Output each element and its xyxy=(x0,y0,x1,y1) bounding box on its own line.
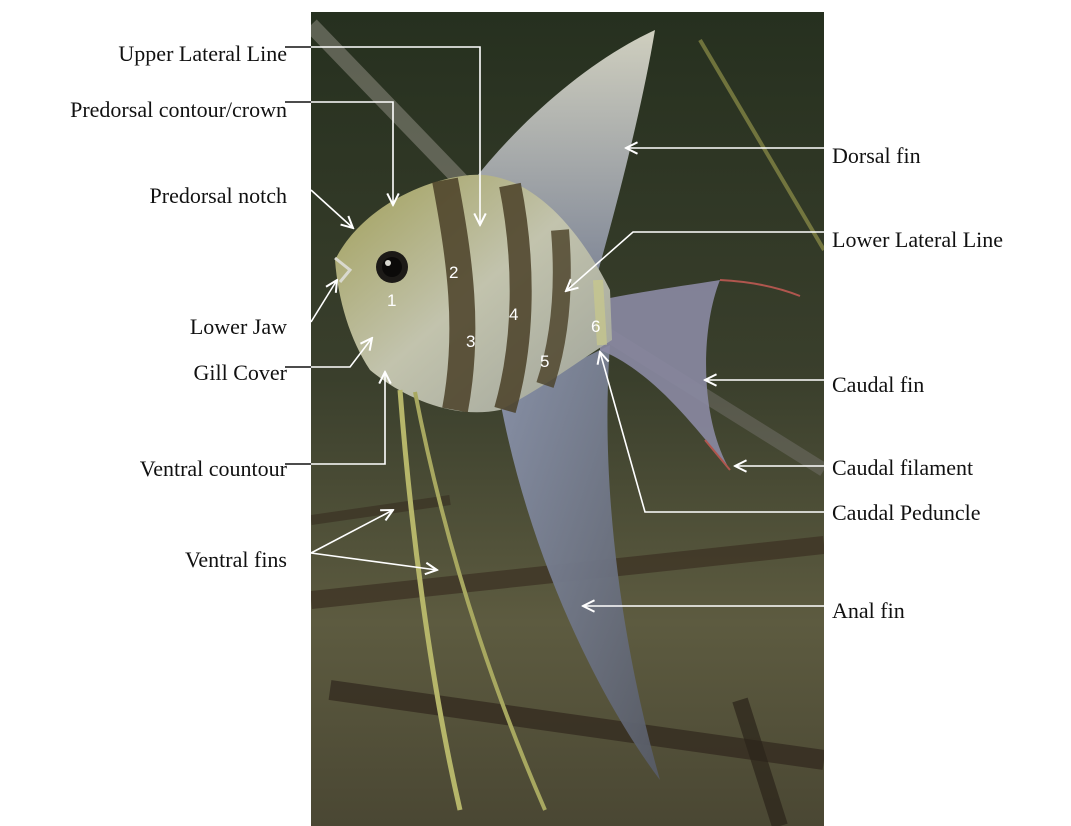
label-anal-fin: Anal fin xyxy=(832,598,905,623)
marker-3: 3 xyxy=(466,332,475,351)
label-predorsal-notch: Predorsal notch xyxy=(150,183,287,208)
angelfish-photo: 1 2 3 4 5 6 xyxy=(311,12,824,826)
marker-6: 6 xyxy=(591,317,600,336)
label-upper-lateral-line: Upper Lateral Line xyxy=(118,41,287,66)
label-lower-lateral-line: Lower Lateral Line xyxy=(832,227,1003,252)
label-caudal-filament: Caudal filament xyxy=(832,455,973,480)
marker-5: 5 xyxy=(540,352,549,371)
label-lower-jaw: Lower Jaw xyxy=(190,314,287,339)
label-predorsal-contour: Predorsal contour/crown xyxy=(70,97,287,122)
marker-4: 4 xyxy=(509,305,518,324)
labels-left: Upper Lateral Line Predorsal contour/cro… xyxy=(70,41,288,572)
marker-1: 1 xyxy=(387,291,396,310)
label-caudal-peduncle: Caudal Peduncle xyxy=(832,500,980,525)
label-dorsal-fin: Dorsal fin xyxy=(832,143,921,168)
marker-2: 2 xyxy=(449,263,458,282)
label-ventral-fins: Ventral fins xyxy=(185,547,287,572)
label-gill-cover: Gill Cover xyxy=(194,360,288,385)
labels-right: Dorsal fin Lower Lateral Line Caudal fin… xyxy=(832,143,1003,623)
label-ventral-contour: Ventral countour xyxy=(140,456,288,481)
label-caudal-fin: Caudal fin xyxy=(832,372,924,397)
